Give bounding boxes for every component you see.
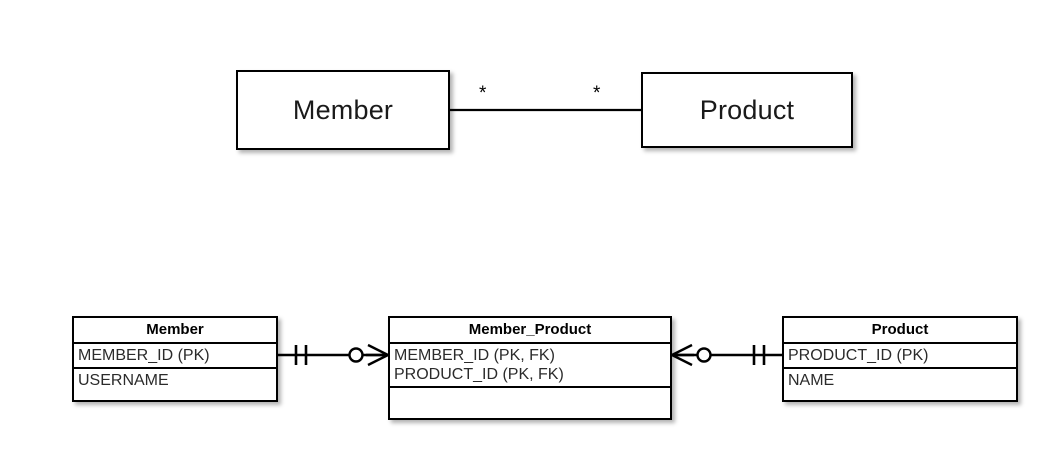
relational-table-member-product-row-1 — [390, 388, 670, 411]
relational-table-member-product-title: Member_Product — [390, 318, 670, 344]
relational-table-product[interactable]: Product PRODUCT_ID (PK) NAME — [782, 316, 1018, 402]
relational-table-member[interactable]: Member MEMBER_ID (PK) USERNAME — [72, 316, 278, 402]
relational-table-member-product[interactable]: Member_Product MEMBER_ID (PK, FK) PRODUC… — [388, 316, 672, 420]
relational-table-member-row-0: MEMBER_ID (PK) — [74, 344, 276, 369]
relational-table-member-title: Member — [74, 318, 276, 344]
relational-table-product-title: Product — [784, 318, 1016, 344]
connector-member-to-member-product — [278, 343, 389, 367]
multiplicity-star-product-side: * — [593, 83, 601, 104]
relational-table-product-row-0: PRODUCT_ID (PK) — [784, 344, 1016, 369]
multiplicity-star-member-side: * — [479, 83, 487, 104]
relational-table-product-row-1: NAME — [788, 372, 835, 389]
relational-table-member-row-1: USERNAME — [78, 372, 169, 389]
conceptual-entity-member-label: Member — [292, 94, 394, 125]
conceptual-entity-member[interactable]: Member — [236, 70, 450, 150]
conceptual-entity-product-label: Product — [699, 94, 795, 125]
relational-table-member-product-row-0: MEMBER_ID (PK, FK) PRODUCT_ID (PK, FK) — [390, 344, 670, 388]
conceptual-entity-product[interactable]: Product — [641, 72, 853, 148]
connector-member-product-to-product — [671, 343, 782, 367]
